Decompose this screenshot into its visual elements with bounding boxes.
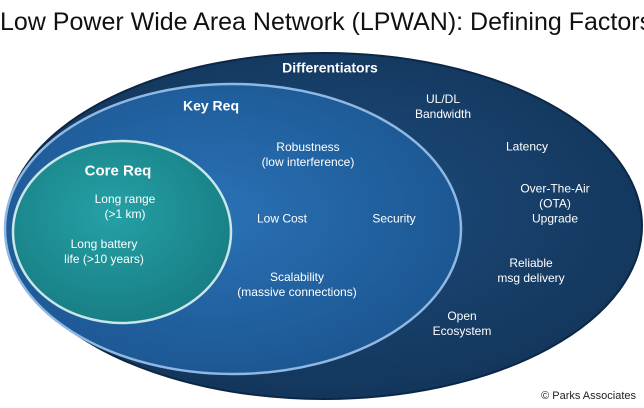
differentiator-open-ecosystem: Open Ecosystem — [432, 309, 492, 338]
core-req-ellipse — [11, 139, 233, 325]
key-req-robustness: Robustness (low interference) — [261, 140, 355, 169]
copyright-credit: © Parks Associates — [541, 390, 636, 402]
diagram-title: Low Power Wide Area Network (LPWAN): Def… — [0, 8, 644, 36]
key-req-heading: Key Req — [182, 97, 240, 114]
differentiator-ota-upgrade: Over-The-Air (OTA) Upgrade — [520, 181, 590, 226]
core-req-long-range: Long range (>1 km) — [94, 192, 156, 221]
differentiator-ul-dl-bandwidth: UL/DL Bandwidth — [414, 92, 472, 121]
core-req-heading: Core Req — [84, 162, 152, 180]
key-req-low-cost: Low Cost — [256, 211, 308, 226]
key-req-security: Security — [372, 211, 416, 226]
differentiator-latency: Latency — [505, 139, 549, 154]
core-req-long-battery-life: Long battery life (>10 years) — [64, 237, 144, 266]
key-req-scalability: Scalability (massive connections) — [237, 270, 357, 299]
differentiators-heading: Differentiators — [282, 59, 378, 76]
differentiator-reliable-delivery: Reliable msg delivery — [497, 256, 565, 285]
